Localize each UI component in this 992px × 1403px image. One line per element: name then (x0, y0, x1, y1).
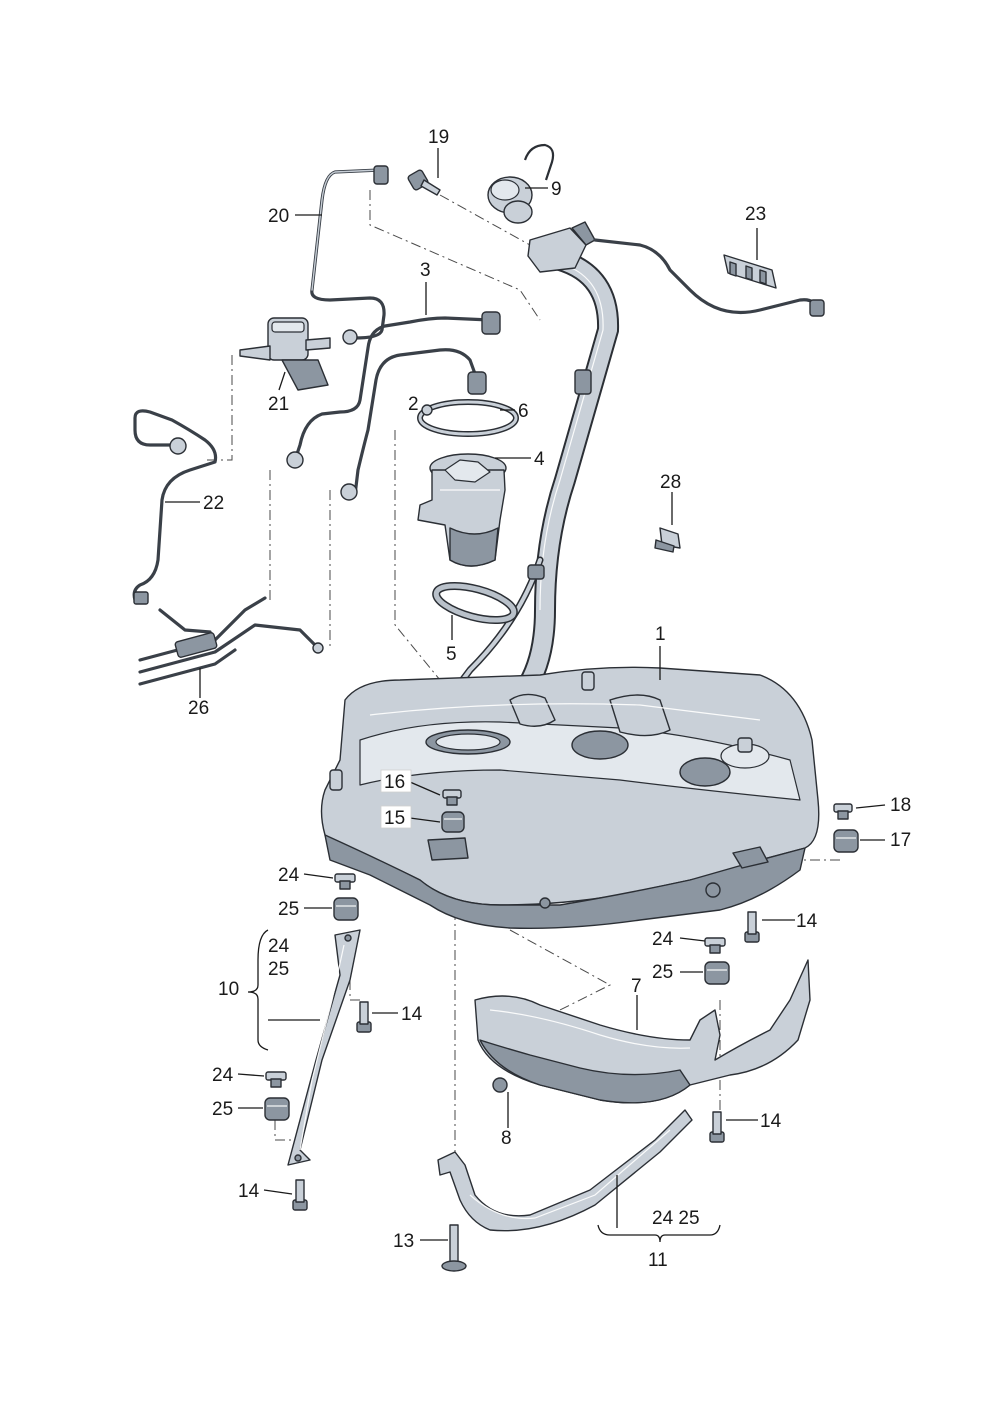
label-4: 4 (534, 449, 545, 470)
small-fasteners (264, 789, 859, 1121)
label-14-d: 14 (238, 1181, 260, 1202)
grommet-17 (833, 829, 859, 853)
fuel-tank-1 (320, 666, 820, 930)
label-3: 3 (420, 260, 431, 281)
heat-shield-7 (474, 959, 811, 1104)
label-25-b: 25 (652, 962, 673, 983)
label-15-box (380, 805, 412, 829)
label-19: 19 (428, 127, 449, 148)
label-22: 22 (203, 493, 224, 514)
cap-24-c (265, 1071, 287, 1088)
fuel-line-22 (132, 409, 218, 605)
label-14-a: 14 (796, 911, 818, 932)
label-20: 20 (268, 206, 289, 227)
label-6: 6 (518, 401, 529, 422)
label-26: 26 (188, 698, 209, 719)
group-10-note-24: 24 (268, 936, 290, 957)
label-11: 11 (648, 1250, 668, 1271)
line-22-clip (133, 591, 149, 605)
grommet-15 (441, 811, 465, 833)
label-14-b: 14 (401, 1004, 423, 1025)
locking-ring-6 (417, 399, 519, 437)
line-bundle-26 (138, 596, 324, 686)
tension-strap-11 (437, 1109, 693, 1232)
breather-line-23 (593, 238, 825, 317)
label-16: 16 (384, 772, 405, 793)
line-2-end-fitting (340, 483, 358, 501)
label-17: 17 (890, 830, 911, 851)
filler-cap-9 (487, 143, 555, 224)
label-13: 13 (393, 1231, 414, 1252)
label-23: 23 (745, 204, 766, 225)
vent-valve-21 (239, 317, 331, 391)
bundle-end-cap (312, 642, 324, 654)
fuel-line-3 (286, 311, 501, 501)
cap-24-b (704, 937, 726, 954)
grommet-25-b (704, 961, 730, 985)
label-9: 9 (551, 179, 562, 200)
label-7: 7 (631, 976, 642, 997)
label-8: 8 (501, 1128, 512, 1149)
label-10: 10 (218, 979, 239, 1000)
label-16-box (380, 769, 412, 793)
label-2: 2 (408, 394, 419, 415)
bolt-19 (407, 169, 441, 196)
line-20-connector (373, 165, 389, 185)
grommet-25-a (333, 897, 359, 921)
fuel-pump-module-4 (417, 453, 507, 567)
label-18: 18 (890, 795, 911, 816)
line-22-upper-fitting (169, 437, 187, 455)
label-15: 15 (384, 808, 405, 829)
line-3-end-fitting (286, 451, 304, 469)
cap-18 (833, 803, 853, 820)
label-28: 28 (660, 472, 681, 493)
seal-5 (432, 581, 518, 625)
group-11-note: 24 25 (652, 1208, 700, 1229)
label-25-a: 25 (278, 899, 299, 920)
bolts-14 (292, 911, 760, 1211)
fuel-line-20 (310, 165, 389, 345)
callout-labels: 19 9 20 3 23 21 2 6 4 22 28 5 1 26 16 15… (188, 127, 911, 1271)
label-21: 21 (268, 394, 289, 415)
neck-clip-upper (574, 369, 592, 395)
label-5: 5 (446, 644, 457, 665)
label-14-c: 14 (760, 1111, 782, 1132)
line-20-end-fitting (342, 329, 358, 345)
clip-28 (654, 527, 681, 553)
line-2-quick-connector (467, 371, 487, 395)
neck-clip-lower (527, 564, 545, 580)
grommet-25-c (264, 1097, 290, 1121)
label-1: 1 (655, 624, 666, 645)
cap-16 (442, 789, 462, 806)
cap-24-a (334, 873, 356, 890)
bolt-13 (441, 1224, 467, 1272)
bundle-clip-26 (174, 632, 218, 658)
group-10-note-25: 25 (268, 959, 289, 980)
label-24-c: 24 (212, 1065, 234, 1086)
label-24-b: 24 (652, 929, 674, 950)
breather-end-fitting (809, 299, 825, 317)
line-3-quick-connector (481, 311, 501, 335)
leader-lines (165, 148, 886, 1243)
label-24-a: 24 (278, 865, 300, 886)
tension-strap-10 (287, 929, 361, 1166)
label-25-c: 25 (212, 1099, 233, 1120)
